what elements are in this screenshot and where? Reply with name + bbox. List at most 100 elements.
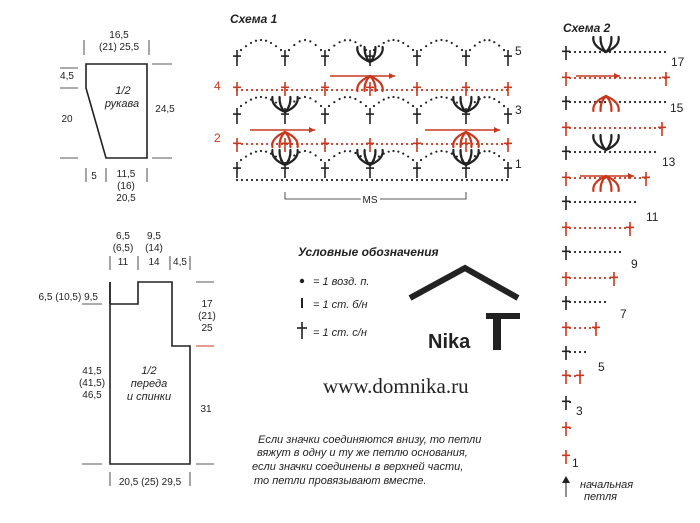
chain-dot — [320, 88, 324, 92]
chain-dot — [359, 44, 362, 47]
chain-dot — [380, 142, 384, 146]
petal-stroke — [363, 74, 372, 93]
chain-dot — [300, 142, 304, 146]
chain-dot — [613, 250, 617, 254]
petal-stroke — [368, 45, 384, 64]
chain-dot — [407, 45, 410, 48]
chain-dot — [588, 326, 592, 330]
chain-dot — [460, 88, 464, 92]
chain-dot — [411, 158, 415, 162]
legend-item-dc: = 1 ст. с/н — [313, 327, 367, 339]
scheme-2-row-17: 17 — [671, 55, 685, 69]
chain-arch — [419, 95, 464, 108]
chain-dot — [387, 150, 390, 153]
chain-dot — [588, 250, 592, 254]
dc-stitch-symbol — [321, 50, 329, 66]
chain-dot — [343, 150, 346, 153]
chain-dot — [264, 96, 268, 99]
chain-dot — [259, 38, 263, 42]
chain-dot — [648, 50, 652, 54]
chain-dot — [618, 100, 622, 104]
scheme-1-chart — [233, 38, 512, 182]
chain-dot — [663, 50, 667, 54]
chain-dot — [450, 178, 454, 182]
chain-dot — [419, 158, 423, 162]
chain-dot — [470, 88, 474, 92]
chain-dot — [392, 38, 395, 42]
chain-dot — [495, 88, 499, 92]
body-armhole-3: 25 — [201, 323, 213, 334]
site-url[interactable]: www.domnika.ru — [323, 374, 469, 398]
chain-dot — [608, 200, 612, 204]
chain-dot — [300, 88, 304, 92]
chain-dot — [588, 150, 592, 154]
chain-dot — [573, 150, 577, 154]
chain-dot — [354, 41, 357, 44]
arrow-head — [628, 173, 634, 179]
chain-dot — [648, 100, 652, 104]
petal-cluster-symbol — [592, 35, 620, 54]
chain-dot — [578, 150, 582, 154]
dc-stitch-symbol — [562, 196, 570, 210]
scheme-2-title: Схема 2 — [563, 21, 611, 35]
body-outline — [109, 281, 191, 465]
scheme-2-row-5: 5 — [598, 360, 605, 374]
chain-dot — [608, 250, 612, 254]
chain-dot — [573, 100, 577, 104]
chain-dot — [638, 126, 642, 130]
chain-dot — [460, 158, 464, 162]
chain-dot — [583, 76, 587, 80]
chain-arch — [372, 149, 415, 162]
chain-dots — [568, 400, 572, 404]
petal-stroke — [604, 133, 620, 152]
chain-dot — [593, 250, 597, 254]
note-line-2: вяжут в одну и ту же петлю основания, — [257, 447, 468, 459]
chain-dot — [588, 276, 592, 280]
chain-dot — [314, 43, 317, 47]
chain-dot — [638, 176, 642, 180]
chain-dot — [568, 326, 572, 330]
chain-dot — [658, 76, 662, 80]
repeat-bracket — [284, 192, 467, 200]
dc-stitch-symbol — [462, 50, 470, 66]
chain-dot — [488, 96, 491, 99]
chain-dot — [455, 178, 459, 182]
chain-dot — [578, 200, 582, 204]
chain-dot — [583, 276, 587, 280]
chain-dot — [603, 300, 607, 304]
chain-dot — [480, 88, 484, 92]
chain-dots — [568, 276, 612, 280]
chain-dot — [360, 88, 364, 92]
chain-dot — [425, 88, 429, 92]
arrow-head — [494, 127, 500, 133]
body-left-3: 46,5 — [82, 390, 102, 401]
dc-stitch-symbol — [413, 50, 421, 66]
chain-dot — [633, 100, 637, 104]
chain-dot — [372, 158, 376, 162]
arrow-head — [389, 73, 395, 79]
chain-dot — [573, 76, 577, 80]
dc-stitch-symbol — [576, 370, 584, 384]
chain-dot — [407, 155, 410, 158]
petal-stroke — [368, 148, 384, 167]
chain-dot — [643, 76, 647, 80]
chain-arch — [239, 95, 283, 108]
chain-dot — [430, 88, 434, 92]
chain-dot — [608, 126, 612, 130]
chain-arch — [372, 38, 415, 52]
chain-dot — [425, 155, 428, 158]
chain-dot — [598, 200, 602, 204]
chain-dot — [372, 48, 376, 52]
sleeve-bottom-width-1: 11,5 — [117, 169, 136, 180]
chain-dot — [583, 126, 587, 130]
note-line-4: то петли провязывают вместе. — [254, 475, 426, 487]
dc-stitch-symbol — [321, 162, 329, 178]
scheme-2-row-13: 13 — [662, 155, 676, 169]
chain-dot — [455, 142, 459, 146]
chain-dot — [327, 158, 331, 162]
chain-dot — [583, 50, 587, 54]
sleeve-cuff-small: 5 — [91, 171, 97, 182]
chain-arch — [239, 149, 283, 162]
chain-dot — [578, 76, 582, 80]
chain-arch — [468, 39, 506, 52]
